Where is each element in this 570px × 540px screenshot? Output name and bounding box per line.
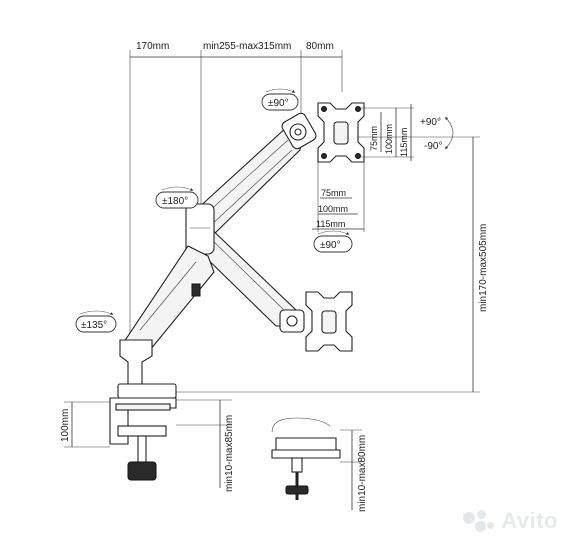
grommet-mount [271,417,341,500]
rotation-badge-base [75,310,117,333]
avito-watermark: Avito [461,508,558,534]
dim-vesa-h-mid: 100mm [318,204,348,214]
dim-vesa-v-inner: 75mm [369,126,379,151]
grommet-dimension-lines [340,429,362,510]
rotation-base-swivel: ±135° [81,320,107,331]
rotation-badge-vesa [313,230,353,253]
dim-vesa-v-mid: 100mm [384,124,394,154]
tilt-arrow-icon [444,116,454,150]
upper-arm [195,112,317,237]
height-dimension-line [170,136,480,393]
rotation-vesa: ±90° [320,240,341,251]
dim-height-range: min170-max505mm [478,224,489,312]
dim-vesa-h-outer: 115mm [316,219,345,229]
vesa-plate-top [317,102,365,163]
vesa-plate-bottom [305,291,353,352]
clamp-dimension-lines [64,399,232,488]
dim-vesa-h-inner: 75mm [321,188,346,198]
pole [119,339,153,385]
dim-clamp-height: 100mm [60,409,71,442]
dim-top-middle: min255-max315mm [203,41,291,52]
dim-vesa-v-outer: 115mm [399,128,409,157]
rotation-tilt-up: +90° [420,117,441,128]
watermark-text: Avito [501,508,558,533]
rotation-badge-mid [155,186,199,209]
top-dimension-lines [129,50,343,360]
rotation-top-swivel: ±90° [268,98,289,109]
dim-top-left: 170mm [136,41,169,52]
vesa-vertical-dims [360,104,414,161]
rotation-mid-swivel: ±180° [162,196,188,207]
vesa-horizontal-dims [312,162,365,232]
rotation-tilt-down: -90° [424,141,442,152]
forearm [123,245,215,351]
dim-top-right: 80mm [306,41,334,52]
clamp-base [109,383,177,481]
avito-logo-icon [461,510,495,532]
dim-clamp-range: min10-max85mm [224,415,235,492]
lower-arm [195,220,305,333]
dim-grommet-range: min10-max80mm [357,435,368,512]
rotation-badge-top [261,88,299,111]
